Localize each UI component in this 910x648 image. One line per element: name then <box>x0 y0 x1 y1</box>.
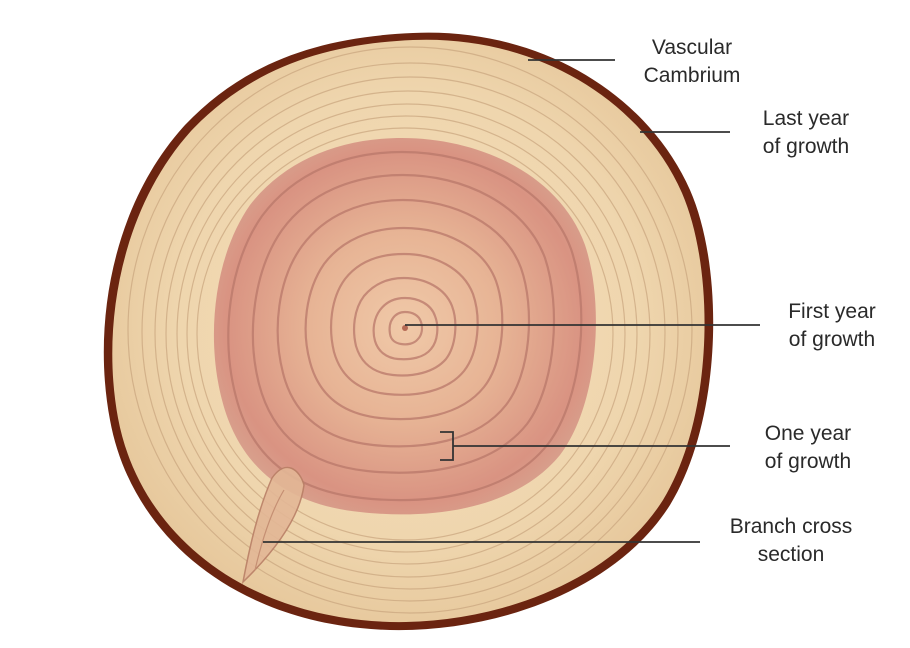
heartwood-rings <box>227 150 583 502</box>
sapwood-rings <box>127 46 693 614</box>
branch-knot-grain <box>254 489 285 571</box>
pith-dot <box>402 325 408 331</box>
label-last-year-of-growth: Last year of growth <box>736 105 876 161</box>
label-vascular-cambrium: Vascular Cambrium <box>622 34 762 90</box>
branch-knot <box>241 466 305 585</box>
label-line: Branch cross <box>729 515 853 538</box>
label-line: of growth <box>788 328 876 351</box>
label-line: One year <box>764 422 852 445</box>
leader-lines <box>263 59 760 543</box>
label-line: Vascular <box>651 36 733 59</box>
label-line: of growth <box>764 450 852 473</box>
label-one-year-of-growth: One year of growth <box>738 420 878 476</box>
label-line: Cambrium <box>643 64 741 87</box>
label-line: Last year <box>762 107 850 130</box>
label-line: First year <box>788 300 876 323</box>
label-line: section <box>757 543 825 566</box>
label-line: of growth <box>762 135 850 158</box>
label-branch-cross-section: Branch cross section <box>706 513 876 569</box>
label-first-year-of-growth: First year of growth <box>762 298 902 354</box>
